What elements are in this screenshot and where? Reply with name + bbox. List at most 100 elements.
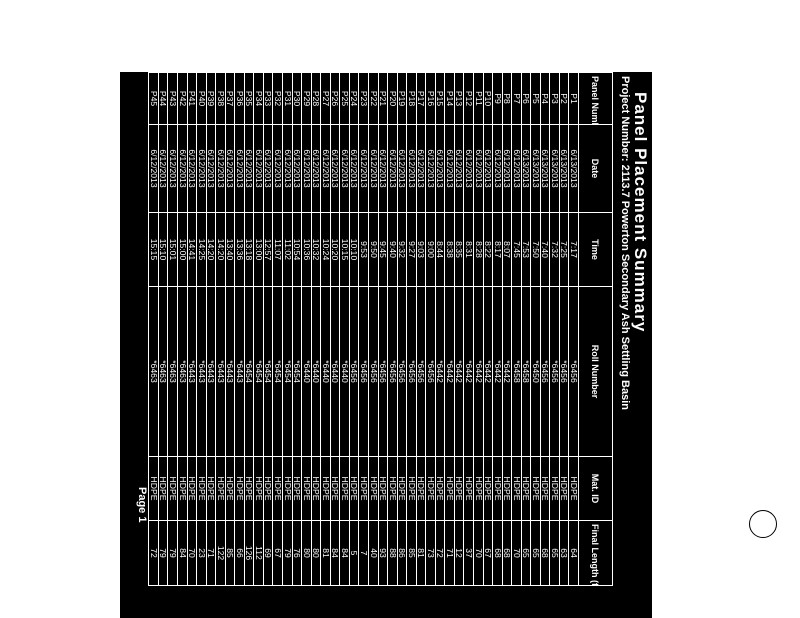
cell-date: 6/12/2013 [158, 124, 168, 213]
cell-panel: P19 [397, 72, 407, 125]
cell-date: 6/13/2013 [521, 124, 531, 213]
cell-panel: P2 [559, 72, 569, 125]
cell-mat: HDPE [406, 456, 417, 521]
cell-panel: P28 [311, 72, 321, 125]
cell-length: 86 [397, 520, 407, 586]
cell-length: 73 [425, 520, 436, 586]
cell-time: 10:24 [320, 212, 331, 287]
cell-panel: P13 [454, 72, 464, 125]
cell-mat: HDPE [549, 456, 560, 521]
cell-time: 9:32 [397, 212, 407, 287]
cell-length: 68 [540, 520, 550, 586]
cell-roll: *6440 [339, 286, 350, 457]
cell-roll: *6456 [358, 286, 369, 457]
cell-roll: *6456 [425, 286, 436, 457]
cell-roll: *6463 [148, 286, 159, 457]
cell-date: 6/12/2013 [416, 124, 426, 213]
cell-time: 15:01 [167, 212, 178, 287]
cell-mat: HDPE [253, 456, 264, 521]
cell-time: 7:25 [559, 212, 569, 287]
cell-time: 9:53 [358, 212, 369, 287]
cell-time: 8:07 [502, 212, 512, 287]
cell-panel: P37 [225, 72, 235, 125]
cell-length: 63 [559, 520, 569, 586]
cell-date: 6/12/2013 [349, 124, 359, 213]
cell-panel: P18 [406, 72, 417, 125]
cell-mat: HDPE [530, 456, 541, 521]
cell-mat: HDPE [502, 456, 512, 521]
cell-length: 5 [349, 520, 359, 586]
cell-mat: HDPE [435, 456, 445, 521]
cell-roll: *6458 [521, 286, 531, 457]
hole-punch-mark [749, 510, 777, 538]
cell-mat: HDPE [339, 456, 350, 521]
cell-roll: *6454 [263, 286, 273, 457]
cell-panel: P23 [358, 72, 369, 125]
cell-panel: P4 [540, 72, 550, 125]
cell-mat: HDPE [378, 456, 388, 521]
cell-panel: P32 [273, 72, 283, 125]
cell-time: 7:40 [540, 212, 550, 287]
cell-length: 79 [158, 520, 168, 586]
cell-roll: *6442 [463, 286, 474, 457]
cell-length: 84 [330, 520, 340, 586]
cell-length: 65 [530, 520, 541, 586]
cell-length: 81 [416, 520, 426, 586]
cell-time: 8:28 [473, 212, 484, 287]
cell-time: 10:32 [311, 212, 321, 287]
cell-length: 12 [454, 520, 464, 586]
cell-mat: HDPE [463, 456, 474, 521]
cell-roll: *6443 [187, 286, 197, 457]
cell-panel: P35 [244, 72, 254, 125]
cell-mat: HDPE [454, 456, 464, 521]
cell-date: 6/13/2013 [540, 124, 550, 213]
cell-mat: HDPE [311, 456, 321, 521]
cell-panel: P5 [530, 72, 541, 125]
cell-roll: *6442 [483, 286, 493, 457]
cell-length: 112 [253, 520, 264, 586]
cell-time: 7:32 [549, 212, 560, 287]
cell-panel: P31 [282, 72, 293, 125]
table-header-row: Panel Number Date Time Roll Number Mat. … [578, 72, 613, 586]
cell-roll: *6443 [206, 286, 216, 457]
cell-mat: HDPE [521, 456, 531, 521]
cell-time: 13:36 [234, 212, 245, 287]
cell-mat: HDPE [358, 456, 369, 521]
cell-panel: P21 [378, 72, 388, 125]
cell-panel: P33 [263, 72, 273, 125]
cell-panel: P34 [253, 72, 264, 125]
cell-mat: HDPE [177, 456, 188, 521]
cell-time: 14:20 [206, 212, 216, 287]
cell-panel: P9 [492, 72, 503, 125]
col-final-length: Final Length (ft) [578, 520, 613, 586]
cell-date: 6/12/2013 [234, 124, 245, 213]
cell-date: 6/12/2013 [454, 124, 464, 213]
cell-time: 14:41 [187, 212, 197, 287]
cell-roll: *6463 [177, 286, 188, 457]
cell-panel: P24 [349, 72, 359, 125]
cell-panel: P12 [463, 72, 474, 125]
cell-mat: HDPE [330, 456, 340, 521]
cell-date: 6/12/2013 [444, 124, 455, 213]
cell-length: 67 [273, 520, 283, 586]
cell-roll: *6440 [320, 286, 331, 457]
cell-time: 7:53 [521, 212, 531, 287]
cell-length: 71 [444, 520, 455, 586]
col-mat-id: Mat. ID [578, 456, 613, 521]
cell-mat: HDPE [511, 456, 522, 521]
cell-roll: *6454 [253, 286, 264, 457]
cell-length: 85 [225, 520, 235, 586]
cell-date: 6/12/2013 [187, 124, 197, 213]
cell-time: 7:17 [568, 212, 579, 287]
cell-panel: P27 [320, 72, 331, 125]
